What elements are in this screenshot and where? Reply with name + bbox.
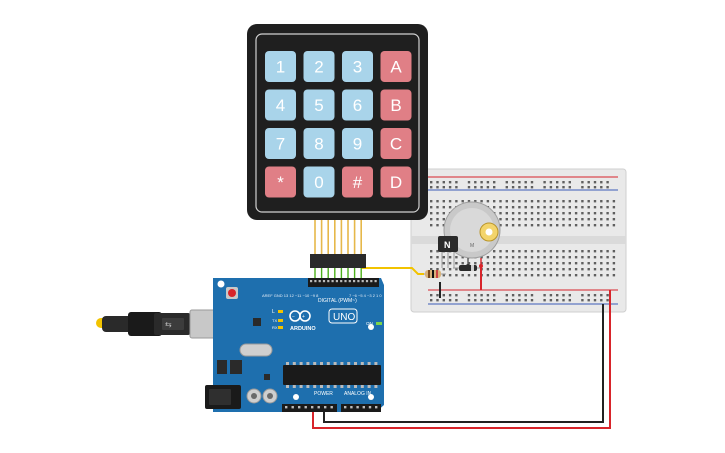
keypad-key-hash[interactable]: # — [342, 166, 373, 198]
svg-text:7 ~6 ~5 4 ~3 2 1 0: 7 ~6 ~5 4 ~3 2 1 0 — [349, 293, 382, 298]
keypad-key-9[interactable]: 9 — [342, 128, 373, 159]
diode[interactable] — [453, 265, 482, 271]
keypad-ribbon — [310, 220, 366, 282]
svg-text:−: − — [292, 314, 295, 320]
transistor-label: N — [444, 240, 451, 250]
keypad-key-label: 0 — [314, 173, 323, 192]
tx-label: TX — [272, 318, 277, 323]
arduino-brand: ARDUINO — [290, 326, 316, 332]
atmega-chip — [283, 365, 381, 385]
keypad-key-label: # — [353, 173, 363, 192]
keypad-key-label: C — [390, 135, 402, 154]
usb-cable: ⇆ — [96, 309, 229, 339]
keypad[interactable]: 1 2 3 A 4 5 6 B 7 8 9 C * 0 # D — [247, 24, 428, 220]
keypad-key-label: 3 — [353, 58, 362, 77]
analog-label: ANALOG IN — [344, 391, 372, 397]
keypad-key-3[interactable]: 3 — [342, 51, 373, 82]
keypad-key-label: 7 — [276, 135, 285, 154]
arduino-logo: − + — [289, 310, 311, 322]
keypad-key-star[interactable]: * — [265, 166, 296, 198]
keypad-key-a[interactable]: A — [380, 51, 412, 82]
svg-text:AREF GND 13 12 ~11 ~10 ~9 8: AREF GND 13 12 ~11 ~10 ~9 8 — [262, 293, 319, 298]
motor-label: M — [470, 243, 474, 249]
digital-label: DIGITAL (PWM~) — [318, 298, 357, 304]
transistor[interactable]: N — [438, 236, 458, 268]
keypad-key-label: 6 — [353, 96, 362, 115]
keypad-key-7[interactable]: 7 — [265, 128, 296, 159]
power-label: POWER — [314, 391, 333, 397]
breadboard-holes — [430, 181, 616, 302]
keypad-key-label: 9 — [353, 135, 362, 154]
svg-text:+: + — [302, 314, 305, 320]
rx-label: RX — [272, 325, 278, 330]
keypad-key-label: * — [277, 173, 284, 192]
resistor[interactable] — [420, 270, 446, 278]
keypad-key-1[interactable]: 1 — [265, 51, 296, 82]
keypad-key-label: 5 — [314, 96, 323, 115]
keypad-key-label: 1 — [276, 58, 285, 77]
keypad-key-label: B — [390, 96, 401, 115]
keypad-key-b[interactable]: B — [380, 89, 412, 121]
analog-header — [341, 404, 381, 412]
keypad-key-4[interactable]: 4 — [265, 89, 296, 121]
l-label: L — [272, 309, 275, 315]
wires — [312, 266, 611, 429]
ground-wire — [323, 304, 604, 423]
svg-text:⇆: ⇆ — [165, 320, 172, 329]
digital-header — [308, 278, 379, 287]
signal-wire — [361, 267, 424, 275]
keypad-key-2[interactable]: 2 — [303, 51, 335, 82]
keypad-key-label: 2 — [314, 58, 323, 77]
power-header — [282, 404, 337, 412]
arduino-model: UNO — [333, 312, 355, 323]
on-label: ON — [366, 321, 373, 326]
keypad-key-d[interactable]: D — [380, 166, 412, 198]
keypad-key-label: 4 — [276, 96, 285, 115]
keypad-key-0[interactable]: 0 — [303, 166, 335, 198]
keypad-key-label: A — [390, 58, 402, 77]
keypad-key-label: 8 — [314, 135, 323, 154]
power-wire — [312, 290, 611, 429]
arduino-uno-board[interactable]: AREF GND 13 12 ~11 ~10 ~9 8 DIGITAL (PWM… — [205, 278, 384, 412]
keypad-key-8[interactable]: 8 — [303, 128, 335, 159]
keypad-key-6[interactable]: 6 — [342, 89, 373, 121]
keypad-key-label: D — [390, 173, 402, 192]
keypad-key-5[interactable]: 5 — [303, 89, 335, 121]
keypad-key-c[interactable]: C — [380, 128, 412, 159]
